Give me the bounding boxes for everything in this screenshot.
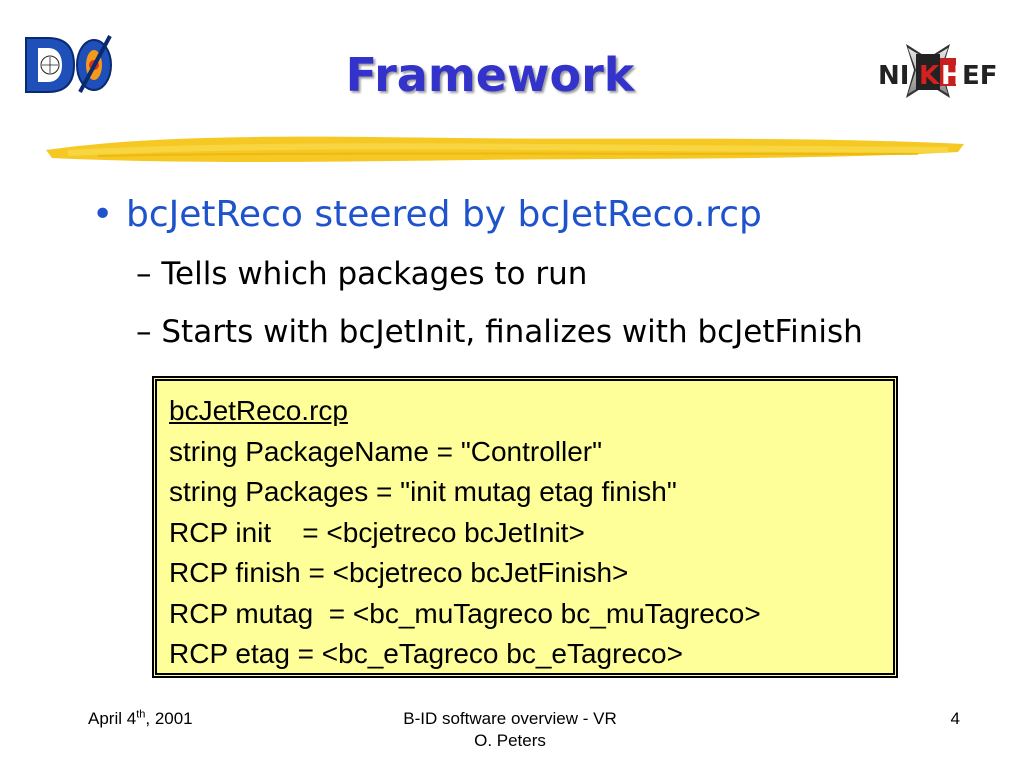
sub-bullet: – Starts with bcJetInit, finalizes with … xyxy=(136,310,1016,354)
sub-bullet: – Tells which packages to run xyxy=(136,252,1016,296)
footer-date-sup: th xyxy=(136,708,146,721)
rcp-code-box: bcJetReco.rcp string PackageName = "Cont… xyxy=(152,376,898,678)
footer-presentation-title: B-ID software overview - VR xyxy=(403,709,617,728)
main-bullet-text: bcJetReco steered by bcJetReco.rcp xyxy=(126,194,762,235)
footer-center: B-ID software overview - VR O. Peters xyxy=(360,708,660,752)
slide-number: 4 xyxy=(950,709,960,728)
bullet-dot: • xyxy=(92,194,114,235)
code-line: RCP finish = <bcjetreco bcJetFinish> xyxy=(169,557,629,588)
nikhef-logo: NI K H EF xyxy=(868,40,1010,104)
title-underline-stroke xyxy=(38,120,970,176)
dash-marker: – xyxy=(136,314,152,350)
d0-logo xyxy=(22,30,114,100)
code-line: string PackageName = "Controller" xyxy=(169,435,603,467)
svg-text:NI: NI xyxy=(878,61,909,91)
dash-marker: – xyxy=(136,256,152,292)
svg-text:EF: EF xyxy=(962,61,998,91)
code-line: RCP mutag = <bc_muTagreco bc_muTagreco> xyxy=(169,597,761,629)
code-line: RCP etag = <bc_eTagreco bc_eTagreco> xyxy=(169,638,683,669)
code-line: string Packages = "init mutag etag finis… xyxy=(169,476,677,507)
code-line: RCP init = <bcjetreco bcJetInit> xyxy=(169,516,585,548)
main-bullet: • bcJetReco steered by bcJetReco.rcp xyxy=(92,190,992,240)
footer-date: April 4th, 2001 xyxy=(88,708,288,730)
footer-date-suffix: , 2001 xyxy=(145,709,193,728)
sub-bullet-text: Starts with bcJetInit, finalizes with bc… xyxy=(161,314,863,350)
footer-date-prefix: April 4 xyxy=(88,709,137,728)
slide-title: Framework xyxy=(345,48,635,102)
sub-bullet-text: Tells which packages to run xyxy=(161,256,588,292)
code-box-heading: bcJetReco.rcp xyxy=(169,395,348,426)
svg-text:K: K xyxy=(919,61,940,91)
svg-text:H: H xyxy=(941,61,963,91)
footer-author: O. Peters xyxy=(474,731,546,750)
